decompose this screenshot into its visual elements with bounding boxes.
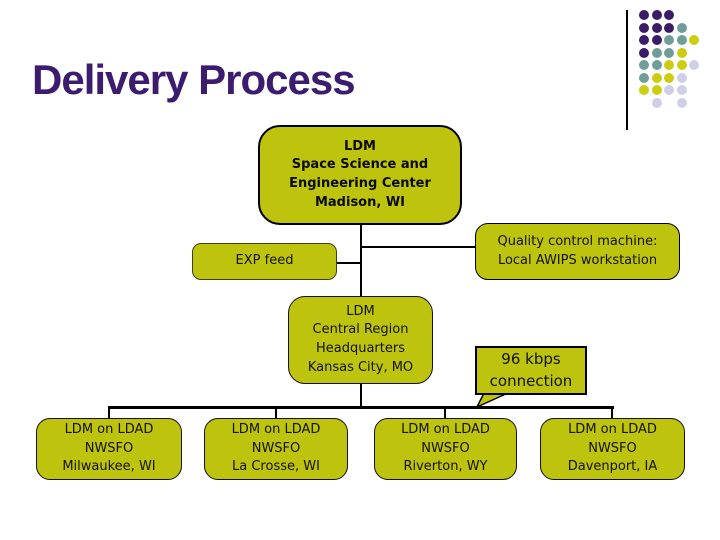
dot-icon (676, 60, 687, 70)
dot-icon (676, 72, 687, 83)
dot-icon (651, 60, 662, 70)
decorative-vertical-line (626, 10, 628, 130)
dot-icon (639, 60, 649, 70)
slide-title: Delivery Process (32, 56, 356, 103)
node-site-davenport: LDM on LDAD NWSFO Davenport, IA (540, 418, 685, 480)
node-site-riverton-label: LDM on LDAD NWSFO Riverton, WY (401, 421, 490, 475)
dot-icon (676, 97, 687, 108)
connector-kansas-to-bus (360, 384, 362, 408)
node-madison-label: LDM Space Science and Engineering Center… (289, 138, 431, 210)
dot-icon (639, 10, 649, 20)
dot-icon (676, 35, 687, 45)
dot-icon (664, 22, 674, 33)
dot-icon (651, 72, 662, 83)
node-kansas-city-label: LDM Central Region Headquarters Kansas C… (307, 303, 414, 375)
node-exp-feed: EXP feed (192, 243, 337, 280)
dot-icon (639, 85, 649, 95)
node-site-milwaukee: LDM on LDAD NWSFO Milwaukee, WI (36, 418, 182, 480)
node-site-lacrosse: LDM on LDAD NWSFO La Crosse, WI (204, 418, 348, 480)
connector-drop-davenport (611, 406, 613, 419)
connector-madison-to-kansas (360, 225, 362, 296)
node-exp-feed-label: EXP feed (235, 253, 294, 269)
dot-icon (664, 47, 674, 58)
dot-icon (651, 22, 662, 33)
node-site-milwaukee-label: LDM on LDAD NWSFO Milwaukee, WI (62, 421, 156, 475)
dot-icon (664, 60, 674, 70)
dot-icon (651, 97, 662, 108)
connector-drop-milwaukee (108, 406, 110, 419)
callout-96kbps: 96 kbps connection (475, 346, 587, 395)
node-quality-control: Quality control machine: Local AWIPS wor… (475, 223, 680, 280)
node-kansas-city: LDM Central Region Headquarters Kansas C… (288, 296, 433, 384)
dot-icon (651, 47, 662, 58)
connector-drop-lacrosse (275, 406, 277, 419)
connector-bottom-bus (108, 406, 614, 409)
dot-icon (676, 22, 687, 33)
dot-icon (664, 35, 674, 45)
dot-icon (676, 85, 687, 95)
node-madison: LDM Space Science and Engineering Center… (258, 125, 462, 225)
dot-icon (689, 60, 699, 70)
node-site-riverton: LDM on LDAD NWSFO Riverton, WY (374, 418, 517, 480)
dot-icon (639, 22, 649, 33)
dot-icon (651, 10, 662, 20)
connector-expfeed-to-trunk (337, 262, 362, 264)
node-site-davenport-label: LDM on LDAD NWSFO Davenport, IA (567, 421, 658, 475)
pixel-dots-decoration (638, 9, 702, 111)
dot-icon (664, 10, 674, 20)
dot-icon (651, 85, 662, 95)
dot-icon (651, 35, 662, 45)
dot-icon (664, 72, 674, 83)
dot-icon (664, 85, 674, 95)
dot-icon (639, 72, 649, 83)
dot-icon (639, 35, 649, 45)
node-site-lacrosse-label: LDM on LDAD NWSFO La Crosse, WI (231, 421, 321, 475)
dot-icon (676, 47, 687, 58)
connector-trunk-to-quality (360, 246, 475, 248)
dot-icon (689, 35, 699, 45)
connector-drop-riverton (444, 406, 446, 419)
dot-icon (639, 47, 649, 58)
node-quality-control-label: Quality control machine: Local AWIPS wor… (497, 233, 658, 268)
callout-96kbps-label: 96 kbps connection (489, 349, 573, 390)
